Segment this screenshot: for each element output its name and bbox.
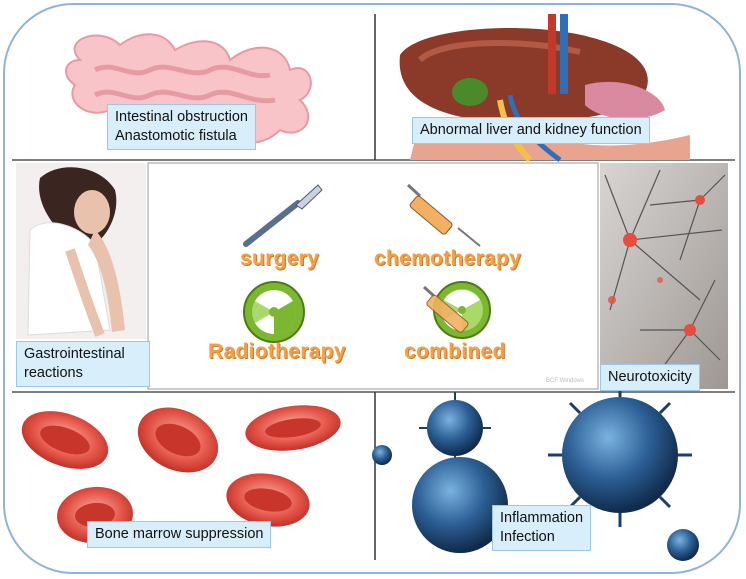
label-inflammation: Inflammation Infection — [492, 505, 592, 551]
label-line: Anastomotic fistula — [115, 128, 237, 144]
label-line: Gastrointestinal — [24, 346, 125, 362]
label-line: Neurotoxicity — [608, 369, 692, 385]
label-bone-marrow: Bone marrow suppression — [87, 521, 272, 548]
center-panel — [147, 162, 599, 390]
label-line: Intestinal obstruction — [115, 109, 248, 125]
virus-image — [372, 383, 699, 561]
treatment-radiotherapy: Radiotherapy — [208, 340, 346, 363]
watermark: BCF Windows — [546, 378, 585, 384]
label-intestinal: Intestinal obstruction Anastomotic fistu… — [107, 104, 256, 150]
combined-icon — [422, 281, 491, 339]
treatment-surgery: surgery — [240, 247, 320, 270]
radiation-icon — [243, 281, 305, 343]
red-blood-cells-image — [21, 405, 341, 544]
treatment-chemotherapy: chemotherapy — [374, 247, 522, 270]
label-line: Bone marrow suppression — [95, 526, 264, 542]
label-line: Infection — [500, 529, 555, 545]
label-liver-kidney: Abnormal liver and kidney function — [412, 117, 650, 144]
woman-nausea-image — [16, 163, 146, 339]
syringe-icon — [406, 183, 481, 247]
label-line: Inflammation — [500, 510, 584, 526]
treatment-combined: combined — [404, 340, 506, 363]
label-neurotoxicity: Neurotoxicity — [600, 364, 700, 391]
scalpel-icon — [243, 184, 323, 247]
neuron-image — [600, 163, 728, 389]
label-line: reactions — [24, 365, 83, 381]
label-gastrointestinal: Gastrointestinal reactions — [16, 341, 150, 387]
label-line: Abnormal liver and kidney function — [420, 122, 642, 138]
